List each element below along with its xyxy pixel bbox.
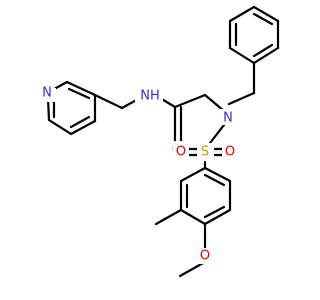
pyridine-ring <box>45 80 97 136</box>
atom-labels: N NH O N S O O O <box>40 86 238 264</box>
amide-nh-label: NH <box>140 89 160 104</box>
pyridine-nitrogen-label: N <box>42 86 52 101</box>
amine-nitrogen-label: N <box>223 111 233 126</box>
methoxy-oxygen-label: O <box>200 249 210 264</box>
benzyl-group <box>227 5 280 106</box>
sulfonyl-oxygen-left-label: O <box>176 145 186 160</box>
sulfur-label: S <box>201 145 209 160</box>
molecule-structure: N NH O N S O O O <box>40 5 280 278</box>
molecule-canvas: N NH O N S O O O <box>40 5 280 278</box>
methoxyphenyl-ring <box>154 166 232 278</box>
sulfonyl-oxygen-right-label: O <box>225 145 235 160</box>
